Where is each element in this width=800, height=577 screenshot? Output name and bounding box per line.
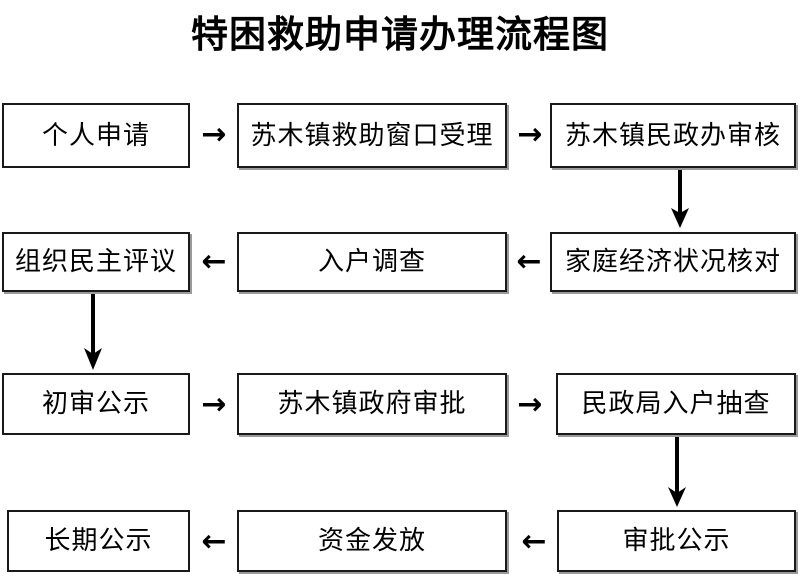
flow-node-label: 审批公示 bbox=[622, 526, 731, 556]
flow-node-label: 家庭经济状况核对 bbox=[564, 247, 781, 277]
flow-node-fund-disbursement[interactable]: 资金发放 bbox=[237, 510, 507, 572]
arrow-glyph: ← bbox=[201, 244, 227, 279]
arrow-right-n2-n3: → bbox=[508, 117, 552, 152]
flow-node-label: 资金发放 bbox=[317, 526, 426, 556]
flow-node-civil-affairs-bureau-spot-check[interactable]: 民政局入户抽查 bbox=[556, 373, 796, 435]
page-title: 特困救助申请办理流程图 bbox=[191, 12, 609, 56]
arrow-glyph: → bbox=[201, 387, 227, 422]
flow-node-label: 苏木镇政府审批 bbox=[277, 389, 467, 419]
flow-node-label: 初审公示 bbox=[41, 389, 150, 419]
arrow-glyph: ← bbox=[516, 244, 542, 279]
flow-node-home-visit-survey[interactable]: 入户调查 bbox=[237, 232, 507, 292]
flow-node-household-economic-verification[interactable]: 家庭经济状况核对 bbox=[550, 232, 796, 292]
flow-node-approval-publicity[interactable]: 审批公示 bbox=[557, 510, 796, 572]
flow-node-label: 苏木镇救助窗口受理 bbox=[250, 120, 494, 151]
arrow-glyph: → bbox=[517, 117, 543, 152]
arrow-glyph: ← bbox=[521, 524, 547, 559]
arrow-glyph: → bbox=[517, 387, 543, 422]
arrow-glyph: → bbox=[201, 117, 227, 152]
flow-node-label: 入户调查 bbox=[317, 247, 426, 277]
arrow-left-n4-n5: ← bbox=[508, 244, 550, 279]
flow-node-label: 组织民主评议 bbox=[14, 247, 177, 277]
arrow-left-n10-n11: ← bbox=[512, 524, 556, 559]
flow-node-long-term-publicity[interactable]: 长期公示 bbox=[7, 510, 190, 572]
arrow-left-n5-n6: ← bbox=[192, 244, 236, 279]
flow-node-democratic-appraisal[interactable]: 组织民主评议 bbox=[2, 232, 190, 292]
flow-node-preliminary-review-publicity[interactable]: 初审公示 bbox=[2, 373, 190, 435]
arrow-right-n7-n8: → bbox=[192, 387, 236, 422]
flow-node-label: 苏木镇民政办审核 bbox=[564, 120, 781, 151]
arrow-right-n1-n2: → bbox=[192, 117, 236, 152]
flow-node-town-aid-window-acceptance[interactable]: 苏木镇救助窗口受理 bbox=[237, 103, 507, 168]
arrow-down-n3-n4 bbox=[668, 170, 692, 230]
arrow-glyph: ← bbox=[201, 524, 227, 559]
arrow-down-n9-n10 bbox=[665, 437, 689, 509]
flow-node-label: 个人申请 bbox=[41, 120, 150, 151]
flow-node-label: 民政局入户抽查 bbox=[581, 389, 771, 419]
flow-node-town-civil-affairs-review[interactable]: 苏木镇民政办审核 bbox=[550, 103, 796, 168]
arrow-down-n6-n7 bbox=[81, 294, 105, 372]
arrow-left-n11-n12: ← bbox=[192, 524, 236, 559]
flow-node-individual-application[interactable]: 个人申请 bbox=[2, 103, 190, 168]
arrow-right-n8-n9: → bbox=[508, 387, 552, 422]
flow-node-town-government-approval[interactable]: 苏木镇政府审批 bbox=[237, 373, 507, 435]
flow-node-label: 长期公示 bbox=[44, 526, 153, 556]
